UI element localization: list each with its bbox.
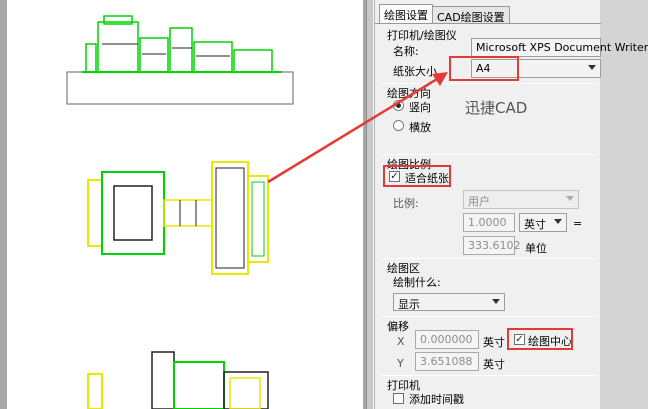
divider <box>381 83 597 84</box>
landscape-label: 横放 <box>409 121 431 134</box>
units-label: 单位 <box>525 242 547 255</box>
floor-plan-drawing <box>87 161 269 275</box>
preview-page <box>7 0 363 409</box>
plot-center-label: 绘图中心 <box>528 335 572 348</box>
partial-plan-drawing <box>87 351 269 409</box>
print-settings-panel: 绘图设置 CAD绘图设置 打印机/绘图仪 名称: Microsoft XPS D… <box>374 0 648 409</box>
chevron-down-icon <box>492 299 500 304</box>
draw-what-select[interactable]: 显示 <box>393 293 505 311</box>
highlight-plot-center <box>507 328 573 350</box>
printer2-section-title: 打印机 <box>387 379 420 392</box>
offset-y-unit: 英寸 <box>483 358 505 371</box>
divider <box>381 154 597 155</box>
chevron-down-icon <box>566 196 574 201</box>
paper-size-label: 纸张大小 <box>393 65 437 78</box>
printer-name-label: 名称: <box>393 45 419 58</box>
landscape-radio[interactable] <box>393 120 404 131</box>
add-timestamp-label: 添加时间戳 <box>409 393 464 406</box>
add-timestamp-checkbox[interactable] <box>393 393 404 404</box>
print-preview-area <box>0 0 373 409</box>
scale-value2-input[interactable]: 333.6102 <box>463 236 521 255</box>
elevation-drawing <box>66 15 294 105</box>
area-section-title: 绘图区 <box>387 262 420 275</box>
offset-x-input[interactable]: 0.000000 <box>415 330 479 349</box>
scale-unit-select[interactable]: 英寸 <box>519 213 567 232</box>
ratio-select[interactable]: 用户 <box>463 190 579 209</box>
divider <box>381 316 597 317</box>
divider <box>381 258 597 259</box>
tab-cad-plot-settings[interactable]: CAD绘图设置 <box>432 6 510 24</box>
ratio-label: 比例: <box>393 197 419 210</box>
draw-what-label: 绘制什么: <box>393 276 441 289</box>
highlight-paper-size <box>449 56 519 81</box>
chevron-down-icon <box>588 65 596 70</box>
offset-y-input[interactable]: 3.651088 <box>415 352 479 371</box>
offset-y-label: Y <box>397 357 404 370</box>
brand-watermark-text: 迅捷CAD <box>465 99 528 117</box>
plot-center-checkbox[interactable]: ✓ <box>514 334 525 345</box>
divider <box>381 375 597 376</box>
chevron-down-icon <box>554 219 562 224</box>
portrait-radio[interactable] <box>393 100 404 111</box>
paper-size-select[interactable]: A4 <box>471 59 601 78</box>
highlight-fit-paper <box>383 165 451 187</box>
portrait-label: 竖向 <box>409 101 431 114</box>
tab-content: 打印机/绘图仪 名称: Microsoft XPS Document Write… <box>375 23 648 409</box>
offset-x-label: X <box>397 335 405 348</box>
offset-x-unit: 英寸 <box>483 336 505 349</box>
tab-plot-settings[interactable]: 绘图设置 <box>379 4 433 24</box>
offset-section-title: 偏移 <box>387 320 409 333</box>
equals-sign: = <box>573 217 583 230</box>
printer-section-title: 打印机/绘图仪 <box>387 29 457 42</box>
panel-splitter[interactable] <box>366 0 374 409</box>
scale-value1-input[interactable]: 1.0000 <box>463 213 515 232</box>
printer-name-select[interactable]: Microsoft XPS Document Writer <box>471 38 648 57</box>
